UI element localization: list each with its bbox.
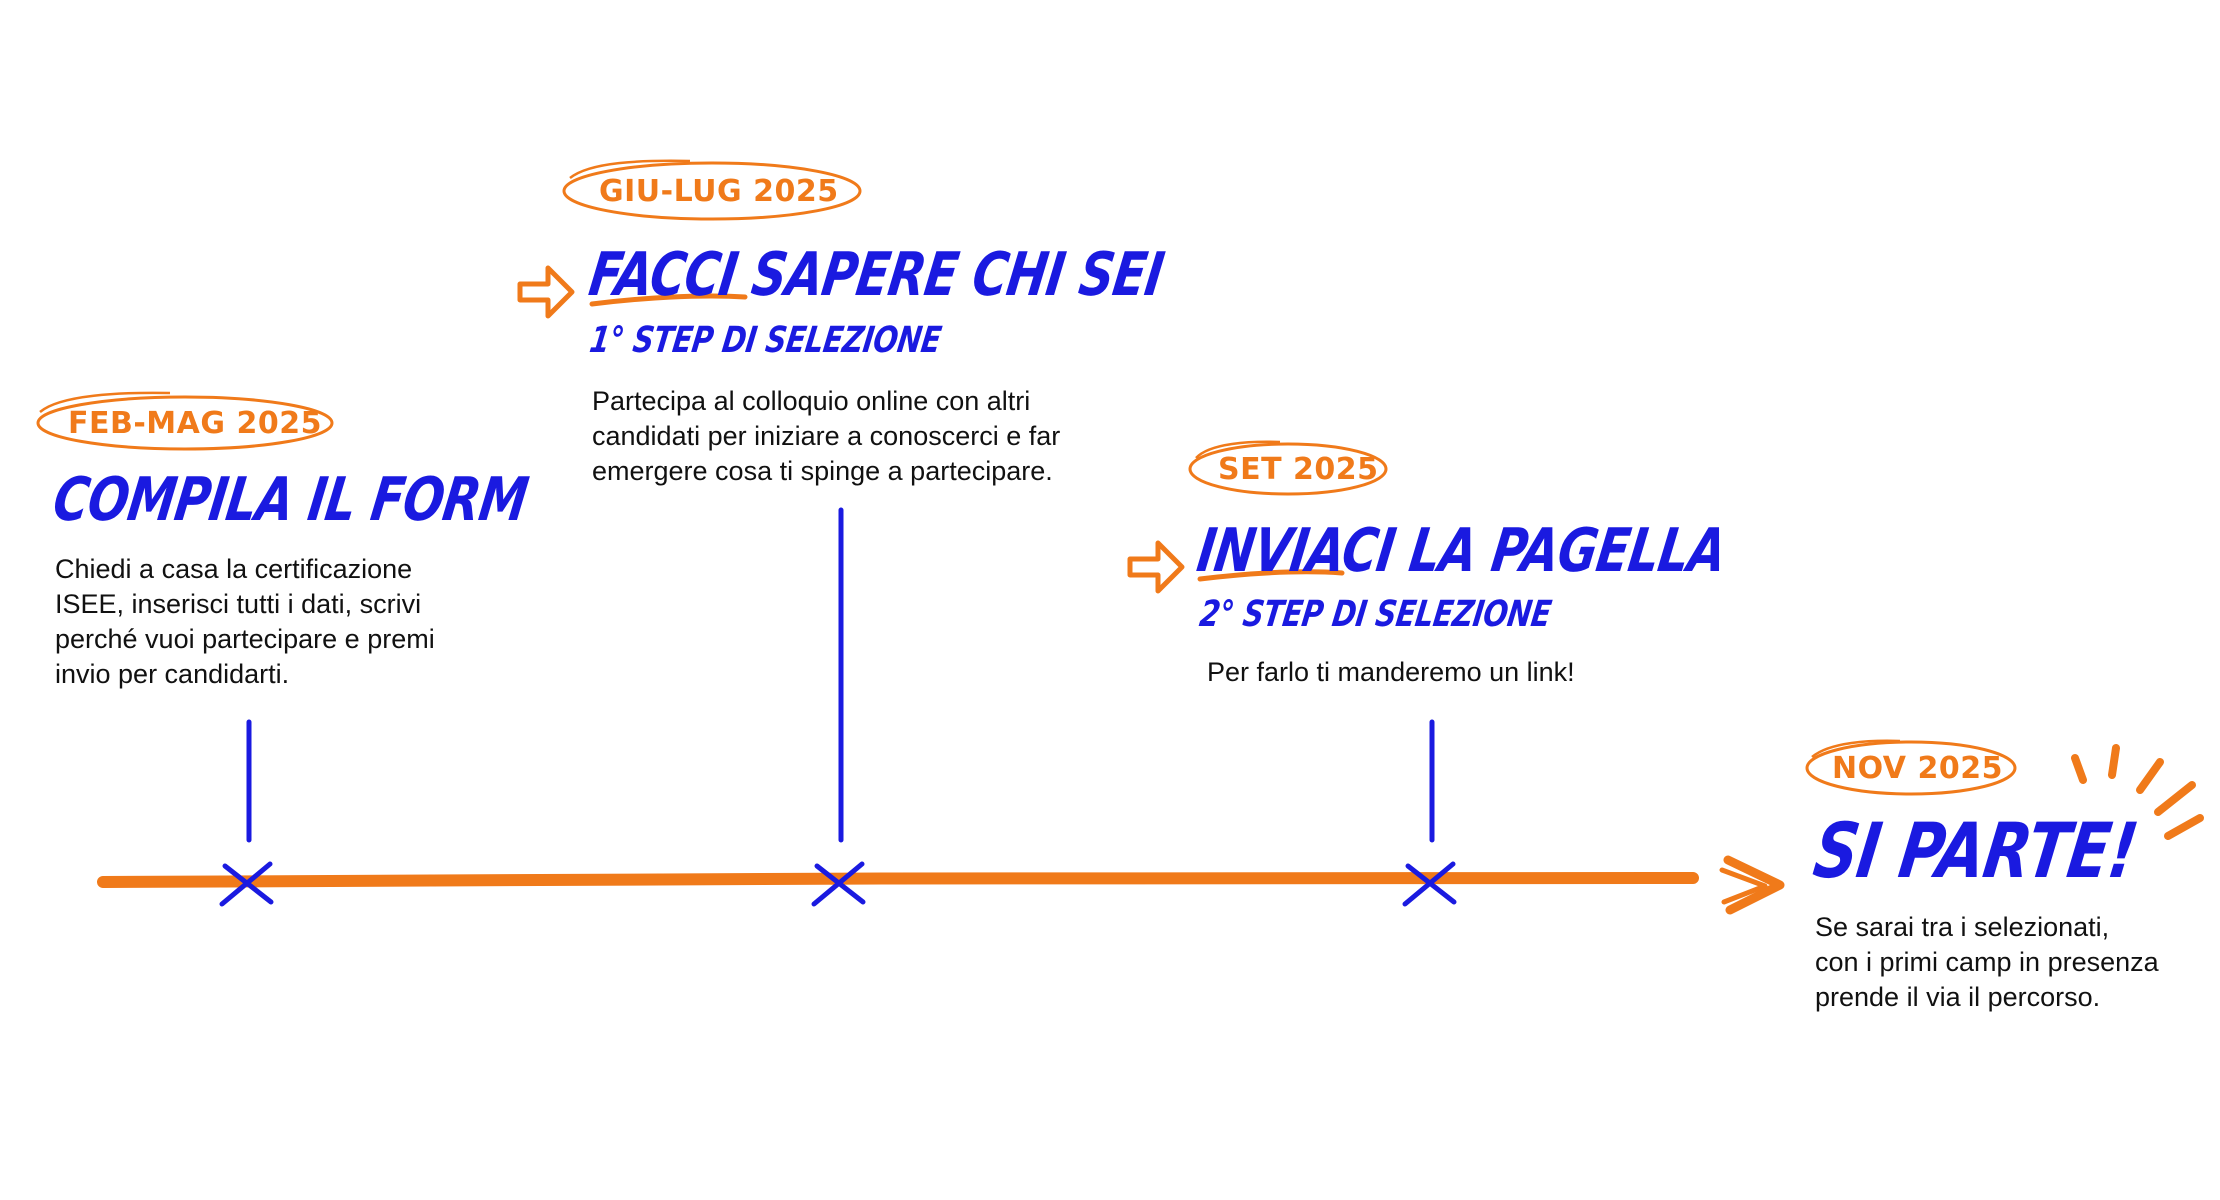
step-3-description: Per farlo ti manderemo un link! [1207, 655, 1575, 690]
milestone-x-icon-1 [219, 861, 274, 907]
step-4-line-2: con i primi camp in presenza [1815, 947, 2159, 977]
step-4-title: SI PARTE! [1808, 806, 2143, 895]
step-2-title: FACCI SAPERE CHI SEI [585, 240, 1168, 310]
step-2-line-1: Partecipa al colloquio online con altri [592, 386, 1031, 416]
step-1-date: FEB-MAG 2025 [68, 406, 322, 441]
arrow-icon-step-3 [1127, 540, 1185, 594]
step-1-line-3: perché vuoi partecipare e premi [55, 624, 435, 654]
arrow-icon-step-2 [517, 265, 575, 319]
date-circle-4 [1805, 740, 2017, 796]
date-circle-1 [36, 395, 334, 451]
burst-icon [2071, 744, 2204, 840]
step-3-line-1: Per farlo ti manderemo un link! [1207, 657, 1575, 687]
step-3-date: SET 2025 [1218, 452, 1379, 487]
step-2-description: Partecipa al colloquio online con altri … [592, 384, 1060, 489]
milestone-x-icon-2 [811, 861, 866, 907]
step-2-date: GIU-LUG 2025 [599, 174, 839, 209]
step-4-line-3: prende il via il percorso. [1815, 982, 2101, 1012]
step-4-line-1: Se sarai tra i selezionati, [1815, 912, 2110, 942]
date-circle-3 [1188, 442, 1388, 496]
timeline-end-chevron-icon [1723, 855, 1785, 915]
underline-step-2 [589, 293, 748, 307]
step-2-subtitle: 1° STEP DI SELEZIONE [587, 320, 944, 361]
step-1-description: Chiedi a casa la certificazione ISEE, in… [55, 552, 435, 692]
step-3-title: INVIACI LA PAGELLA [1193, 516, 1730, 586]
date-circle-2 [562, 161, 862, 221]
step-1-line-4: invio per candidarti. [55, 659, 290, 689]
step-1-line-1: Chiedi a casa la certificazione [55, 554, 413, 584]
timeline-line [97, 872, 1699, 888]
underline-step-3 [1197, 569, 1345, 582]
step-2-line-3: emergere cosa ti spinge a partecipare. [592, 456, 1053, 486]
step-2-line-2: candidati per iniziare a conoscerci e fa… [592, 421, 1061, 451]
step-1-line-2: ISEE, inserisci tutti i dati, scrivi [55, 589, 422, 619]
step-4-description: Se sarai tra i selezionati, con i primi … [1815, 910, 2159, 1015]
step-3-subtitle: 2° STEP DI SELEZIONE [1197, 594, 1554, 635]
step-4-date: NOV 2025 [1832, 751, 2003, 786]
step-1-title: COMPILA IL FORM [49, 465, 532, 535]
milestone-x-icon-3 [1402, 861, 1457, 907]
